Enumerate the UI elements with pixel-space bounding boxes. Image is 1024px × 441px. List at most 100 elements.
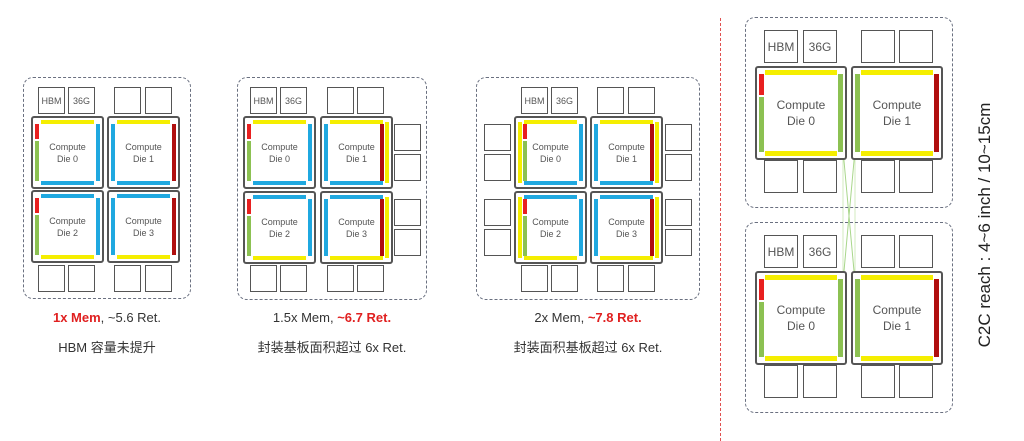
die-label-compute: Compute [776, 302, 826, 317]
hbm-stack [764, 365, 798, 398]
die-label-compute: Compute [261, 141, 298, 152]
hbm-stack [861, 235, 895, 268]
hbm-stack [145, 87, 172, 114]
phy-bar [759, 279, 764, 301]
phy-bar [524, 195, 577, 199]
die-label-index: Die 3 [132, 227, 154, 238]
hbm-label-box: HBM [38, 87, 65, 114]
hbm-stack [861, 160, 895, 193]
caption-highlight: 1x Mem [52, 310, 101, 325]
phy-bar [523, 199, 527, 215]
phy-bar [759, 302, 764, 357]
phy-bar [524, 181, 577, 185]
phy-bar [650, 199, 654, 256]
phy-bar [330, 120, 383, 124]
caption-pkg2: 1.5x Mem, ~6.7 Ret. [212, 310, 452, 325]
hbm-stack [665, 199, 692, 226]
phy-bar [855, 74, 860, 152]
phy-bar [172, 198, 176, 255]
hbm-stack [484, 229, 511, 256]
die-label-index: Die 0 [539, 153, 561, 164]
phy-bar [41, 194, 94, 198]
hbm-stack [394, 154, 421, 181]
phy-bar [655, 197, 659, 258]
phy-bar [253, 120, 306, 124]
hbm-stack [114, 87, 141, 114]
phy-bar [524, 256, 577, 260]
caption-pkg1: 1x Mem, ~5.6 Ret. [0, 310, 227, 325]
die-label-index: Die 0 [786, 114, 815, 128]
phy-bar [385, 122, 389, 183]
phy-bar [330, 195, 383, 199]
caption-highlight: ~7.8 Ret. [587, 310, 642, 325]
hbm-stack [628, 265, 655, 292]
phy-bar [861, 275, 933, 280]
phy-bar [855, 279, 860, 357]
hbm-stack [899, 235, 933, 268]
hbm-stack [38, 265, 65, 292]
phy-bar [35, 124, 39, 140]
phy-bar [41, 181, 94, 185]
hbm-label-box: HBM [764, 235, 798, 268]
phy-bar [35, 141, 39, 181]
phy-bar [41, 255, 94, 259]
package-2x-mem [476, 77, 700, 300]
hbm-stack [899, 160, 933, 193]
phy-bar [324, 124, 328, 181]
hbm-stack [357, 87, 384, 114]
phy-bar [579, 199, 583, 256]
phy-bar [523, 141, 527, 181]
phy-bar [111, 198, 115, 255]
phy-bar [934, 279, 939, 357]
phy-bar [35, 198, 39, 214]
die-label-compute: Compute [125, 141, 162, 152]
note-pkg3: 封装面积基板超过 6x Ret. [513, 340, 663, 355]
phy-bar [41, 120, 94, 124]
hbm-label-box: HBM [764, 30, 798, 63]
hbm-label-box: HBM [250, 87, 277, 114]
hbm-stack [521, 265, 548, 292]
die-label-compute: Compute [532, 216, 569, 227]
phy-bar [117, 181, 170, 185]
phy-bar [324, 199, 328, 256]
die-label-index: Die 1 [132, 153, 154, 164]
die-label-compute: Compute [125, 215, 162, 226]
phy-bar [600, 181, 653, 185]
hbm-stack [394, 199, 421, 226]
phy-bar [308, 124, 312, 181]
hbm-label-box: HBM [521, 87, 548, 114]
phy-bar [247, 216, 251, 256]
caption-text: 2x Mem, [534, 310, 588, 325]
hbm-label-box: 36G [803, 30, 837, 63]
phy-bar [765, 356, 837, 361]
hbm-stack [861, 30, 895, 63]
die-label-compute: Compute [338, 216, 375, 227]
phy-bar [247, 141, 251, 181]
phy-bar [765, 70, 837, 75]
hbm-label-box: 36G [803, 235, 837, 268]
die-label-index: Die 3 [345, 228, 367, 239]
phy-bar [308, 199, 312, 256]
phy-bar [650, 124, 654, 181]
hbm-stack [484, 154, 511, 181]
die-label-compute: Compute [261, 216, 298, 227]
hbm-stack [68, 265, 95, 292]
phy-bar [247, 199, 251, 215]
hbm-stack [250, 265, 277, 292]
hbm-label-box: 36G [280, 87, 307, 114]
